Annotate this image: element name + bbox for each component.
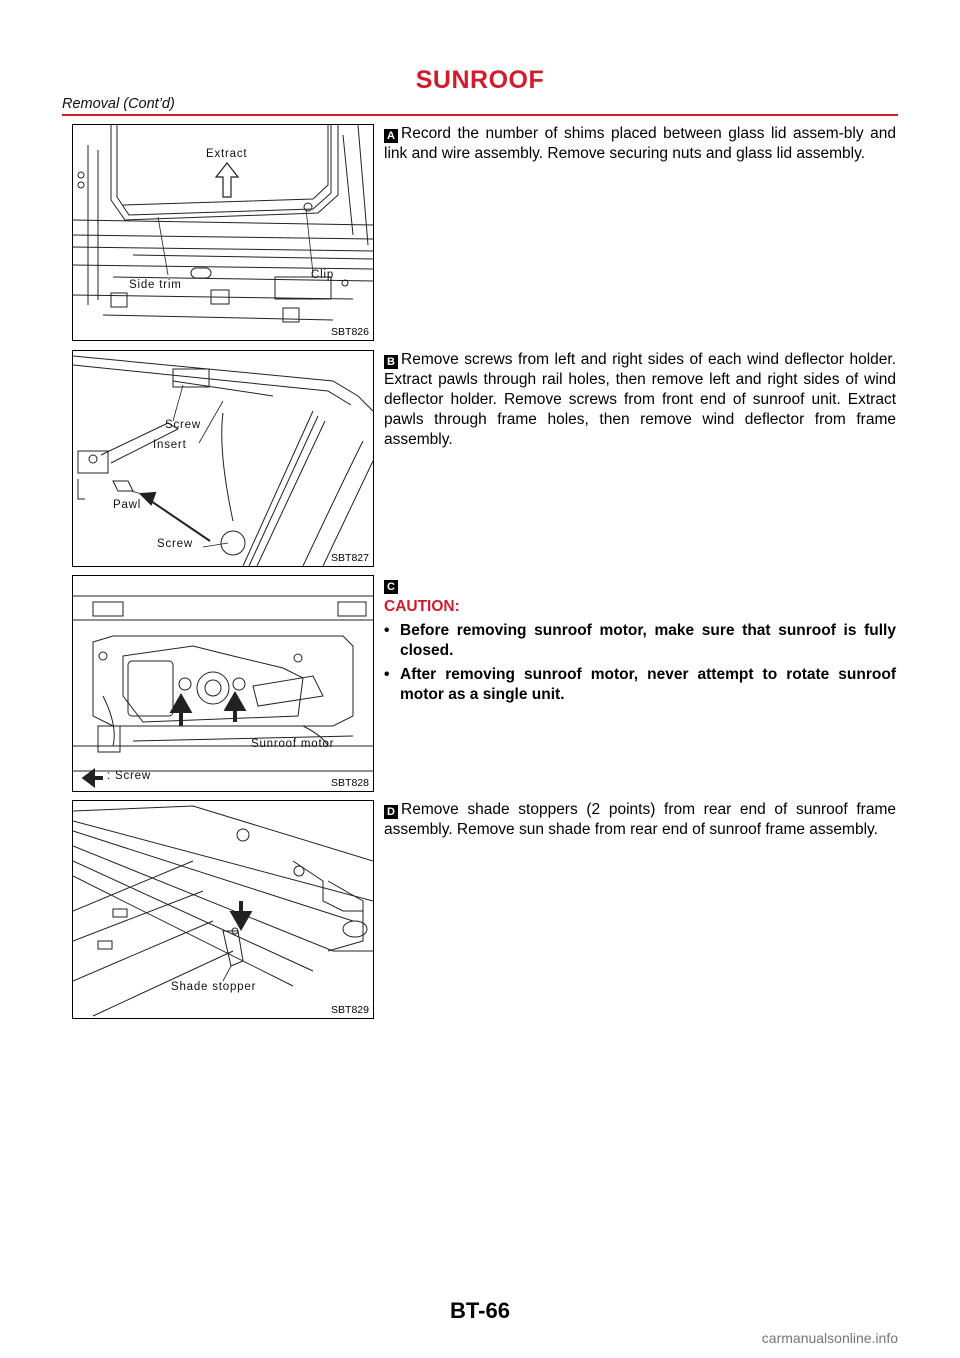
caution-text: Before removing sunroof motor, make sure… — [400, 622, 896, 659]
section-subtitle: Removal (Cont’d) — [62, 96, 175, 112]
caution-bullet: • Before removing sunroof motor, make su… — [384, 621, 896, 661]
callout-sunroof-motor: Sunroof motor — [251, 738, 335, 750]
caution-label: CAUTION: — [384, 598, 460, 615]
step-letter-b: B — [384, 355, 398, 369]
step-letter-d: D — [384, 805, 398, 819]
callout-screw-legend: : Screw — [107, 770, 151, 782]
step-letter-c: C — [384, 580, 398, 594]
illustration-glass-lid — [73, 125, 373, 323]
callout-shade-stopper: Shade stopper — [171, 981, 257, 993]
caution-bullet: • After removing sunroof motor, never at… — [384, 665, 896, 705]
callout-extract: Extract — [206, 148, 248, 160]
step-letter-a: A — [384, 129, 398, 143]
figure-id: SBT829 — [331, 1004, 369, 1016]
figure-sbt827: Screw Insert Pawl Screw SBT827 — [72, 350, 374, 567]
callout-screw-bottom: Screw — [157, 538, 193, 550]
callout-clip: Clip — [311, 269, 335, 281]
caution-text: After removing sunroof motor, never atte… — [400, 666, 896, 703]
figure-id: SBT828 — [331, 777, 369, 789]
callout-screw-top: Screw — [165, 419, 201, 431]
bullet-icon: • — [384, 666, 390, 683]
step-text: Record the number of shims placed betwee… — [384, 125, 896, 162]
figure-id: SBT827 — [331, 552, 369, 564]
figure-sbt828: Sunroof motor : Screw SBT828 — [72, 575, 374, 792]
callout-pawl: Pawl — [113, 499, 142, 511]
site-watermark: carmanualsonline.info — [761, 1330, 898, 1346]
step-text: Remove screws from left and right sides … — [384, 351, 896, 448]
figure-id: SBT826 — [331, 326, 369, 338]
figure-sbt826: Extract Side trim Clip SBT826 — [72, 124, 374, 341]
illustration-shade-stopper — [73, 805, 373, 1017]
callout-insert: Insert — [153, 439, 187, 451]
step-c: C CAUTION: • Before removing sunroof mot… — [384, 575, 896, 705]
page-title: SUNROOF — [415, 66, 545, 94]
figure-sbt829: Shade stopper SBT829 — [72, 800, 374, 1019]
header-divider — [62, 114, 898, 116]
page-number: BT-66 — [450, 1298, 510, 1323]
illustration-sunroof-motor — [73, 595, 373, 788]
illustration-wind-deflector — [73, 355, 373, 566]
bullet-icon: • — [384, 622, 390, 639]
callout-side-trim: Side trim — [129, 279, 182, 291]
step-text: Remove shade stoppers (2 points) from re… — [384, 801, 896, 838]
